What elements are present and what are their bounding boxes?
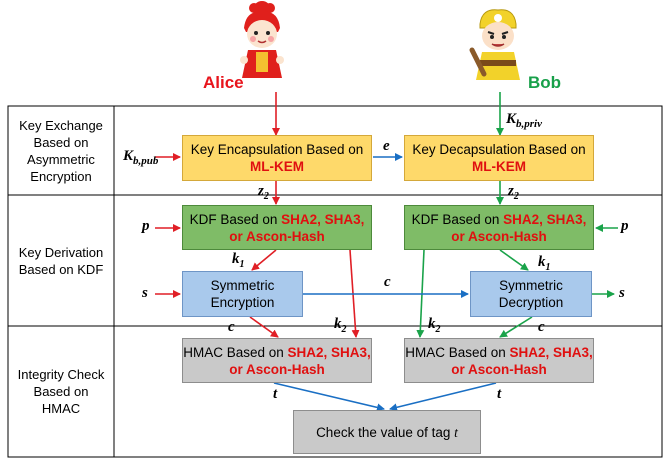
hmac-left-text: HMAC Based on — [183, 344, 288, 360]
row-label-integrity-check: Integrity Check Based on HMAC — [17, 367, 105, 416]
s-right-label: s — [619, 285, 625, 301]
alice-label: Alice — [203, 73, 244, 92]
kdf-right-highlight: SHA2, SHA3, or Ascon-Hash — [451, 211, 587, 244]
symmetric-decryption-text: Symmetric Decryption — [498, 278, 564, 310]
c-left-label: c — [228, 319, 235, 335]
t-right-label: t — [497, 386, 502, 402]
kbpub-main: K — [123, 148, 134, 164]
key-decapsulation-text: Key Decapsulation Based on — [412, 142, 586, 157]
k2-right-sub: 2 — [435, 324, 441, 335]
k1-right-sub: 1 — [545, 262, 551, 273]
c-middle-label: c — [384, 274, 391, 290]
hmac-left-highlight: SHA2, SHA3, or Ascon-Hash — [229, 344, 371, 377]
z2-left-sub: 2 — [263, 191, 269, 202]
z2-right-label: z2 — [508, 183, 519, 202]
key-decapsulation-box: Key Decapsulation Based on ML-KEM — [404, 135, 594, 181]
k1-left-label: k1 — [232, 251, 245, 270]
alice-avatar — [240, 1, 284, 78]
k1-right-label: k1 — [538, 254, 551, 273]
e-label: e — [383, 138, 390, 154]
k2-right-main: k — [428, 316, 436, 332]
z2-left-label: z2 — [258, 183, 269, 202]
key-decapsulation-highlight: ML-KEM — [472, 159, 526, 174]
kdf-right-box: KDF Based on SHA2, SHA3, or Ascon-Hash — [404, 205, 594, 250]
t-left-label: t — [273, 386, 278, 402]
check-tag-var: t — [454, 424, 458, 440]
z2-right-main: z — [508, 183, 514, 199]
check-tag-box: Check the value of tag t — [293, 410, 481, 454]
key-encapsulation-text: Key Encapsulation Based on — [190, 142, 364, 157]
key-encapsulation-box: Key Encapsulation Based on ML-KEM — [182, 135, 372, 181]
p-right-label: p — [621, 218, 629, 234]
k2-left-label: k2 — [334, 316, 347, 335]
k1-left-main: k — [232, 251, 240, 267]
k1-left-sub: 1 — [239, 259, 245, 270]
check-tag-text: Check the value of tag — [316, 424, 455, 440]
c-right-label: c — [538, 319, 545, 335]
bob-avatar — [469, 9, 520, 80]
hmac-right-box: HMAC Based on SHA2, SHA3, or Ascon-Hash — [404, 338, 594, 383]
kbpriv-label: Kb,priv — [506, 111, 542, 130]
p-left-label: p — [142, 218, 150, 234]
kdf-left-text: KDF Based on — [189, 211, 282, 227]
k1-right-main: k — [538, 254, 546, 270]
z2-right-sub: 2 — [513, 191, 519, 202]
hmac-right-highlight: SHA2, SHA3, or Ascon-Hash — [451, 344, 593, 377]
bob-label: Bob — [528, 73, 562, 92]
kbpriv-sub: b,priv — [516, 118, 542, 130]
symmetric-decryption-box: Symmetric Decryption — [470, 271, 592, 317]
kbpub-sub: b,pub — [133, 155, 159, 167]
row-label-key-derivation: Key Derivation Based on KDF — [18, 244, 104, 277]
kdf-left-highlight: SHA2, SHA3, or Ascon-Hash — [229, 211, 365, 244]
k2-left-sub: 2 — [341, 324, 347, 335]
k2-right-label: k2 — [428, 316, 441, 335]
kbpub-label: Kb,pub — [123, 148, 158, 167]
hmac-left-box: HMAC Based on SHA2, SHA3, or Ascon-Hash — [182, 338, 372, 383]
kbpriv-main: K — [506, 111, 517, 127]
k2-left-main: k — [334, 316, 342, 332]
z2-left-main: z — [258, 183, 264, 199]
kdf-left-box: KDF Based on SHA2, SHA3, or Ascon-Hash — [182, 205, 372, 250]
kdf-right-text: KDF Based on — [411, 211, 504, 227]
row-label-key-exchange: Key Exchange Based on Asymmetric Encrypt… — [19, 117, 103, 184]
symmetric-encryption-text: Symmetric Encryption — [210, 278, 275, 310]
s-left-label: s — [142, 285, 148, 301]
symmetric-encryption-box: Symmetric Encryption — [182, 271, 303, 317]
hmac-right-text: HMAC Based on — [405, 344, 510, 360]
key-encapsulation-highlight: ML-KEM — [250, 159, 304, 174]
